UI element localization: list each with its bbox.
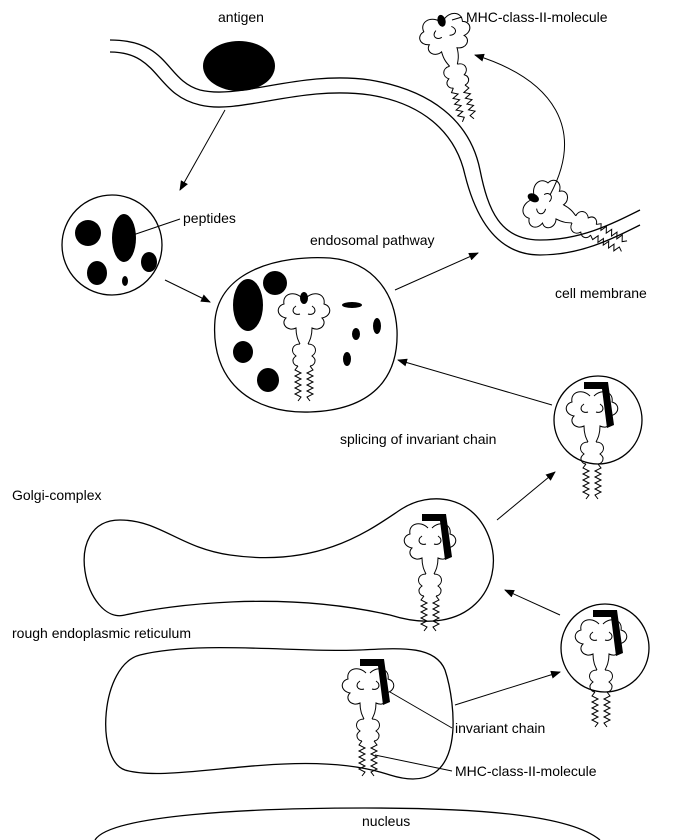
mhc-molecule-endosome <box>278 292 330 401</box>
splicing-vesicle <box>554 376 642 464</box>
mhc-molecule-splicing <box>566 382 618 499</box>
invariant-chain-label: invariant chain <box>455 720 545 736</box>
peptide-vesicle <box>62 195 162 295</box>
peptides-leader <box>130 219 180 236</box>
arrow-endosome-to-membrane <box>395 253 478 290</box>
transport-vesicle <box>561 604 649 692</box>
mhc-molecule-surface <box>415 8 493 127</box>
mhc-bottom-leader <box>375 755 452 771</box>
endosomal-pathway-label: endosomal pathway <box>310 232 435 248</box>
endosome <box>215 258 398 412</box>
mhc-molecule-er <box>342 659 394 776</box>
arrow-er-to-transport <box>455 672 560 705</box>
antigen-blob <box>203 41 275 91</box>
arrow-vesicle-to-endosome <box>165 280 210 302</box>
antigen-label: antigen <box>218 9 264 25</box>
cell-membrane-label: cell membrane <box>555 285 647 301</box>
arrow-transport-to-golgi <box>505 590 560 615</box>
mhc-top-label: MHC-class-II-molecule <box>466 9 608 25</box>
golgi-label: Golgi-complex <box>12 487 101 503</box>
arrow-to-surface <box>475 55 564 195</box>
mhc-molecule-transport <box>575 610 627 727</box>
arrow-splicing-to-endosome <box>398 360 552 405</box>
mhc-molecule-golgi <box>404 514 456 631</box>
peptides-label: peptides <box>183 210 236 226</box>
rough-er-label: rough endoplasmic reticulum <box>12 625 191 641</box>
arrow-golgi-to-splicing <box>497 472 555 520</box>
splicing-label: splicing of invariant chain <box>340 431 496 447</box>
invariant-chain-leader <box>390 692 452 728</box>
nucleus-label: nucleus <box>362 813 410 829</box>
mhc-top-leader <box>452 17 462 20</box>
mhc-bottom-label: MHC-class-II-molecule <box>455 763 597 779</box>
arrow-antigen-to-vesicle <box>180 110 225 190</box>
rough-endoplasmic-reticulum <box>106 648 453 779</box>
nucleus <box>95 808 600 840</box>
